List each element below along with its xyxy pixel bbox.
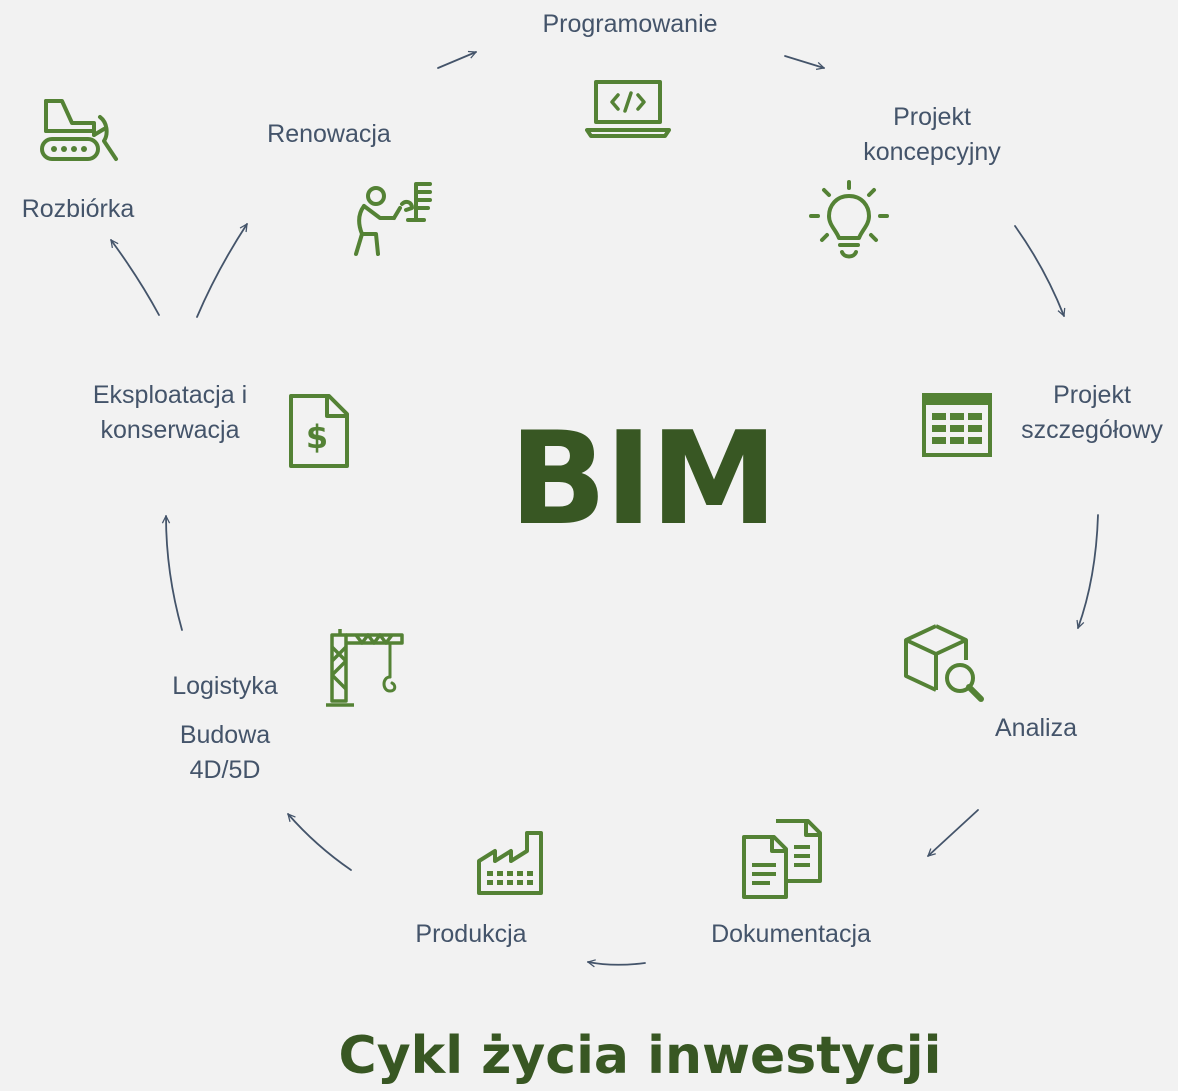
stage-label-renowacja: Renowacja xyxy=(267,120,391,148)
arrow-dokumentacja-produkcja xyxy=(588,962,646,965)
stage-label-projekt-szczegolowy: Projekt szczegółowy xyxy=(1021,381,1163,444)
documents-icon xyxy=(742,819,822,899)
arrow-produkcja-budowa xyxy=(288,814,352,871)
stage-label-projekt-koncepcyjny: Projekt koncepcyjny xyxy=(863,103,1001,166)
arrow-eksploatacja-rozbiorka xyxy=(110,240,160,316)
stage-label-dokumentacja: Dokumentacja xyxy=(711,920,871,948)
stage-label-produkcja: Produkcja xyxy=(415,920,527,948)
invoice-dollar-icon: $ xyxy=(289,394,349,468)
arrow-koncepcyjny-szczegolowy xyxy=(1014,225,1064,316)
diagram-subtitle: Cykl życia inwestycji xyxy=(338,1026,942,1086)
laptop-code-icon xyxy=(585,80,671,138)
arrow-eksploatacja-renowacja xyxy=(196,224,248,318)
center-title: BIM xyxy=(509,405,778,554)
cube-search-icon xyxy=(904,624,984,702)
arrow-analiza-dokumentacja xyxy=(928,809,979,856)
arrow-budowa-eksploatacja xyxy=(166,516,183,631)
lightbulb-icon xyxy=(809,180,889,259)
bulldozer-icon xyxy=(40,99,118,161)
stage-label-rozbiorka: Rozbiórka xyxy=(21,195,135,223)
stage-label-eksploatacja: Eksploatacja i konserwacja xyxy=(92,381,248,444)
stage-label-logistyka: Logistyka xyxy=(172,672,278,700)
stage-label-budowa: Budowa 4D/5D xyxy=(179,721,271,784)
arrow-szczegolowy-analiza xyxy=(1078,514,1099,628)
stage-label-programowanie: Programowanie xyxy=(542,10,718,38)
factory-icon xyxy=(477,831,543,895)
worker-repair-icon xyxy=(354,182,432,256)
arrow-programowanie-koncepcyjny xyxy=(784,55,824,68)
crane-icon xyxy=(326,629,404,707)
spreadsheet-icon xyxy=(922,393,992,457)
svg-text:$: $ xyxy=(306,418,328,456)
stage-label-analiza: Analiza xyxy=(995,714,1077,742)
arrow-renowacja-programowanie xyxy=(437,52,476,69)
